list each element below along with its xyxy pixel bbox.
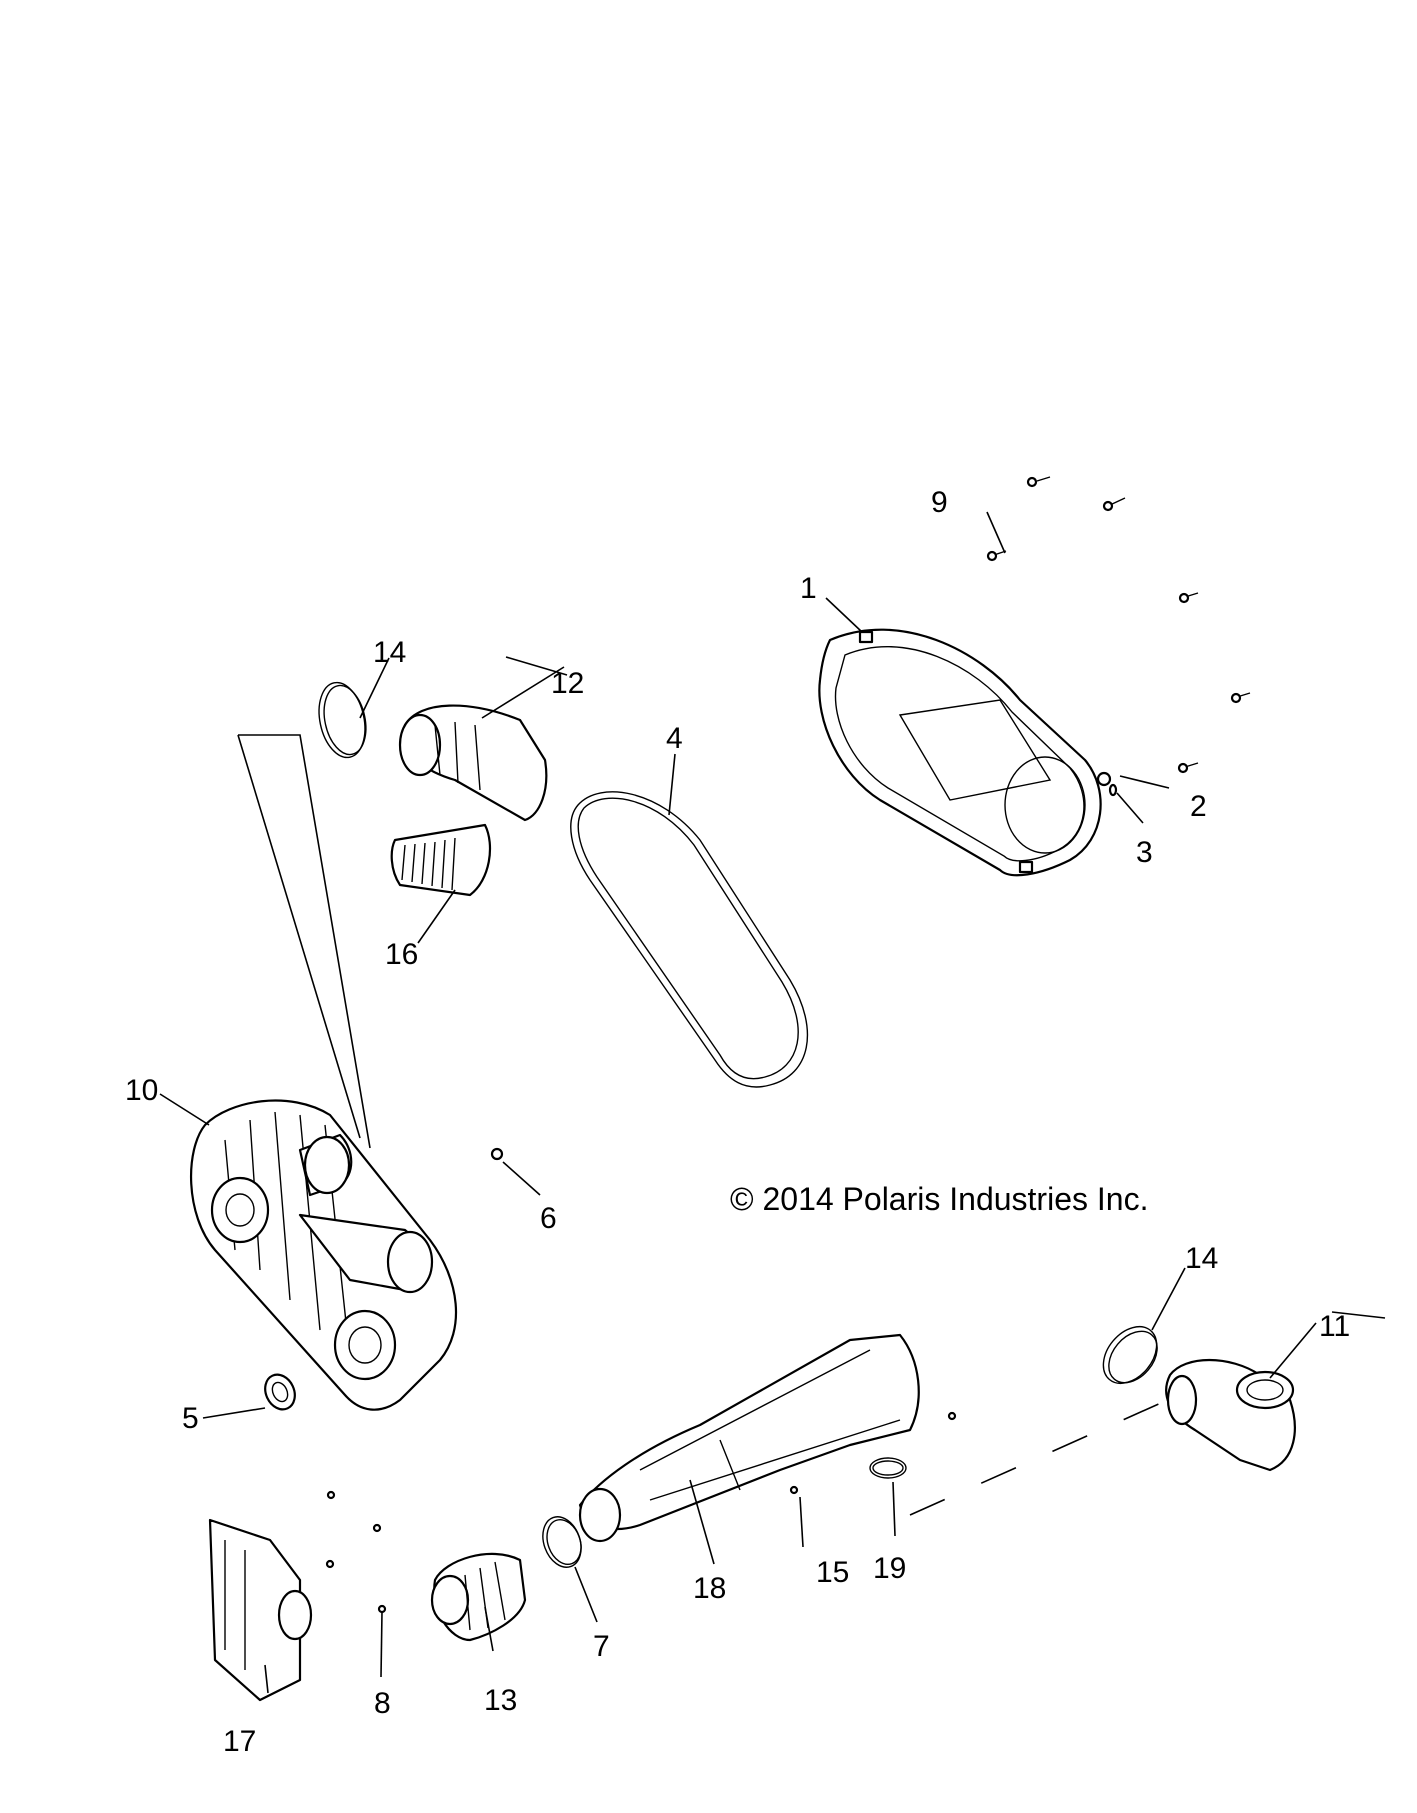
part-intake-duct-upper	[398, 704, 548, 822]
callout-11: 11	[1319, 1310, 1350, 1343]
callout-18: 18	[693, 1572, 726, 1605]
callout-7: 7	[593, 1630, 610, 1663]
copyright-notice: © 2014 Polaris Industries Inc.	[730, 1181, 1148, 1217]
callout-19: 19	[873, 1552, 906, 1585]
part-elbow-boot	[1165, 1359, 1296, 1472]
part-boot-13	[430, 1552, 527, 1642]
callout-10: 10	[125, 1074, 158, 1107]
hardware-screws	[325, 476, 1251, 1614]
part-drive-belt	[570, 791, 809, 1088]
part-exhaust-duct	[578, 1333, 920, 1543]
part-bracket-17	[208, 1518, 313, 1702]
part-clamp-19	[869, 1457, 907, 1479]
leader-lines	[159, 511, 1386, 1694]
callout-labels: 1 2 3 4 5 6 7 8 9 10 11 12 13 14 14 15 1…	[125, 486, 1350, 1758]
part-inner-clutch-cover	[190, 1099, 458, 1411]
callout-8: 8	[374, 1687, 391, 1720]
callout-13: 13	[484, 1684, 517, 1717]
part-clamp-upper	[318, 681, 367, 759]
part-clamp-7	[542, 1516, 582, 1568]
callout-16: 16	[385, 938, 418, 971]
callout-15: 15	[816, 1556, 849, 1589]
callout-1: 1	[800, 572, 817, 605]
callout-5: 5	[182, 1402, 199, 1435]
part-clamp-lower	[1102, 1326, 1158, 1384]
callout-17: 17	[223, 1725, 256, 1758]
part-screen-filter	[390, 823, 492, 897]
callout-9: 9	[931, 486, 948, 519]
callout-14-upper: 14	[373, 636, 406, 669]
callout-12: 12	[551, 667, 584, 700]
callout-2: 2	[1190, 790, 1207, 823]
callout-3: 3	[1136, 836, 1153, 869]
callout-4: 4	[666, 722, 683, 755]
callout-14-lower: 14	[1185, 1242, 1218, 1275]
part-outer-clutch-cover	[818, 628, 1102, 877]
callout-6: 6	[540, 1202, 557, 1235]
part-seal-5	[264, 1373, 296, 1411]
